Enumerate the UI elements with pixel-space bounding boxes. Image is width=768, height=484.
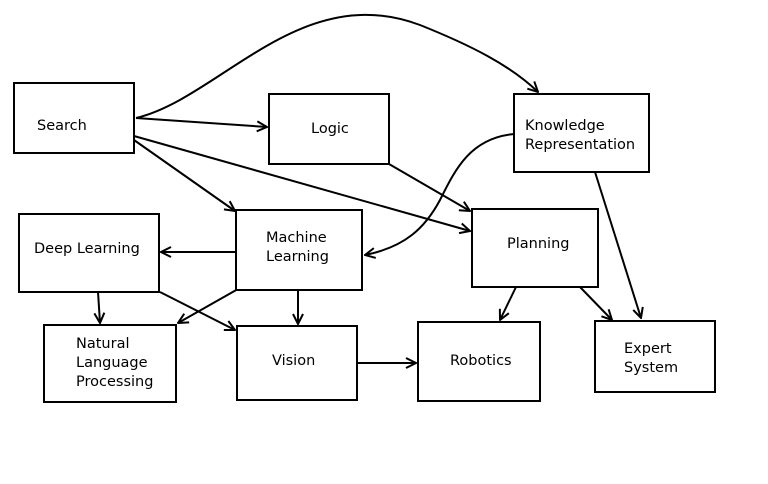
- node-box-nlp: [43, 324, 177, 403]
- node-planning: Planning: [471, 208, 599, 288]
- node-vision: Vision: [236, 325, 358, 401]
- edge-ml-to-nlp: [178, 288, 239, 323]
- node-search: Search: [13, 82, 135, 154]
- edges-layer: [98, 13, 641, 363]
- node-label-deep: Deep Learning: [34, 241, 140, 257]
- node-box-search: [13, 82, 135, 154]
- node-box-knowledge: [513, 93, 650, 173]
- node-label-nlp: Language: [76, 355, 148, 371]
- edge-deep-to-nlp: [98, 291, 100, 323]
- node-label-vision: Vision: [272, 353, 315, 369]
- node-logic: Logic: [268, 93, 390, 165]
- node-label-expert: Expert: [624, 341, 672, 357]
- node-box-vision: [236, 325, 358, 401]
- node-box-deep: [18, 213, 160, 293]
- node-label-ml: Machine: [266, 230, 327, 246]
- node-box-planning: [471, 208, 599, 288]
- node-box-expert: [594, 320, 716, 393]
- edge-search-to-logic: [135, 117, 267, 127]
- edge-search-to-knowledge: [135, 13, 538, 119]
- edge-deep-to-vision: [159, 291, 235, 330]
- node-label-expert: System: [624, 360, 678, 376]
- node-label-planning: Planning: [507, 236, 569, 252]
- node-label-ml: Learning: [266, 249, 329, 265]
- node-box-logic: [268, 93, 390, 165]
- node-label-nlp: Processing: [76, 374, 153, 390]
- edge-knowledge-to-ml: [365, 133, 515, 255]
- node-label-knowledge: Representation: [525, 137, 635, 153]
- edge-search-to-ml: [133, 139, 235, 211]
- node-deep: Deep Learning: [18, 213, 160, 293]
- node-box-ml: [235, 209, 363, 291]
- node-box-robotics: [417, 321, 541, 402]
- edge-logic-to-planning: [388, 163, 470, 211]
- node-robotics: Robotics: [417, 321, 541, 402]
- node-label-robotics: Robotics: [450, 353, 512, 369]
- edge-planning-to-expert: [579, 286, 612, 320]
- node-label-nlp: Natural: [76, 336, 129, 352]
- edge-planning-to-robotics: [500, 286, 517, 320]
- node-label-logic: Logic: [311, 121, 349, 137]
- node-label-search: Search: [37, 118, 87, 134]
- node-label-knowledge: Knowledge: [525, 118, 605, 134]
- edge-knowledge-to-expert: [594, 171, 641, 318]
- edge-search-to-planning: [133, 135, 470, 231]
